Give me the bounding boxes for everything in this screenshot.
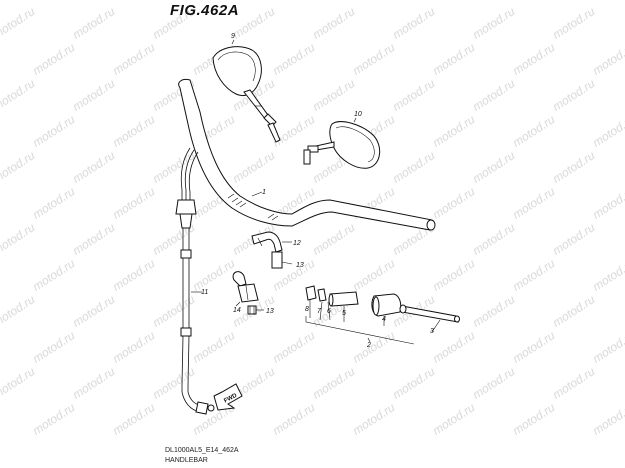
cable-bracket[interactable]: [251, 231, 283, 269]
right-mirror[interactable]: [303, 121, 381, 169]
callout-9: 9: [231, 33, 235, 40]
figure-title: FIG.462A: [170, 2, 240, 19]
callout-8: 8: [305, 306, 309, 313]
callout-2: 2: [366, 342, 371, 349]
callout-13-lower: 13: [266, 308, 274, 315]
forward-direction-arrow: FWD: [213, 383, 243, 411]
callout-4: 4: [382, 316, 386, 323]
leader-lines: [191, 39, 441, 345]
callout-13-upper: 13: [296, 262, 304, 269]
callout-5: 5: [342, 310, 346, 317]
callout-6: 6: [327, 308, 331, 315]
callout-1: 1: [262, 189, 266, 196]
section-name: HANDLEBAR: [165, 457, 208, 464]
clamp-bolt[interactable]: [247, 305, 257, 315]
callout-10: 10: [354, 111, 362, 118]
handlebar[interactable]: [178, 79, 436, 231]
callout-11: 11: [201, 289, 208, 296]
callout-12: 12: [293, 240, 301, 247]
handlebar-balancer-assembly[interactable]: [305, 285, 460, 323]
model-code: DL1000AL5_E14_462A: [165, 447, 239, 454]
callout-3: 3: [430, 328, 434, 335]
left-mirror[interactable]: [212, 46, 281, 143]
throttle-cable[interactable]: [175, 147, 215, 415]
callout-14: 14: [233, 307, 241, 314]
cable-clamp[interactable]: [232, 271, 259, 303]
callout-7: 7: [317, 308, 322, 315]
